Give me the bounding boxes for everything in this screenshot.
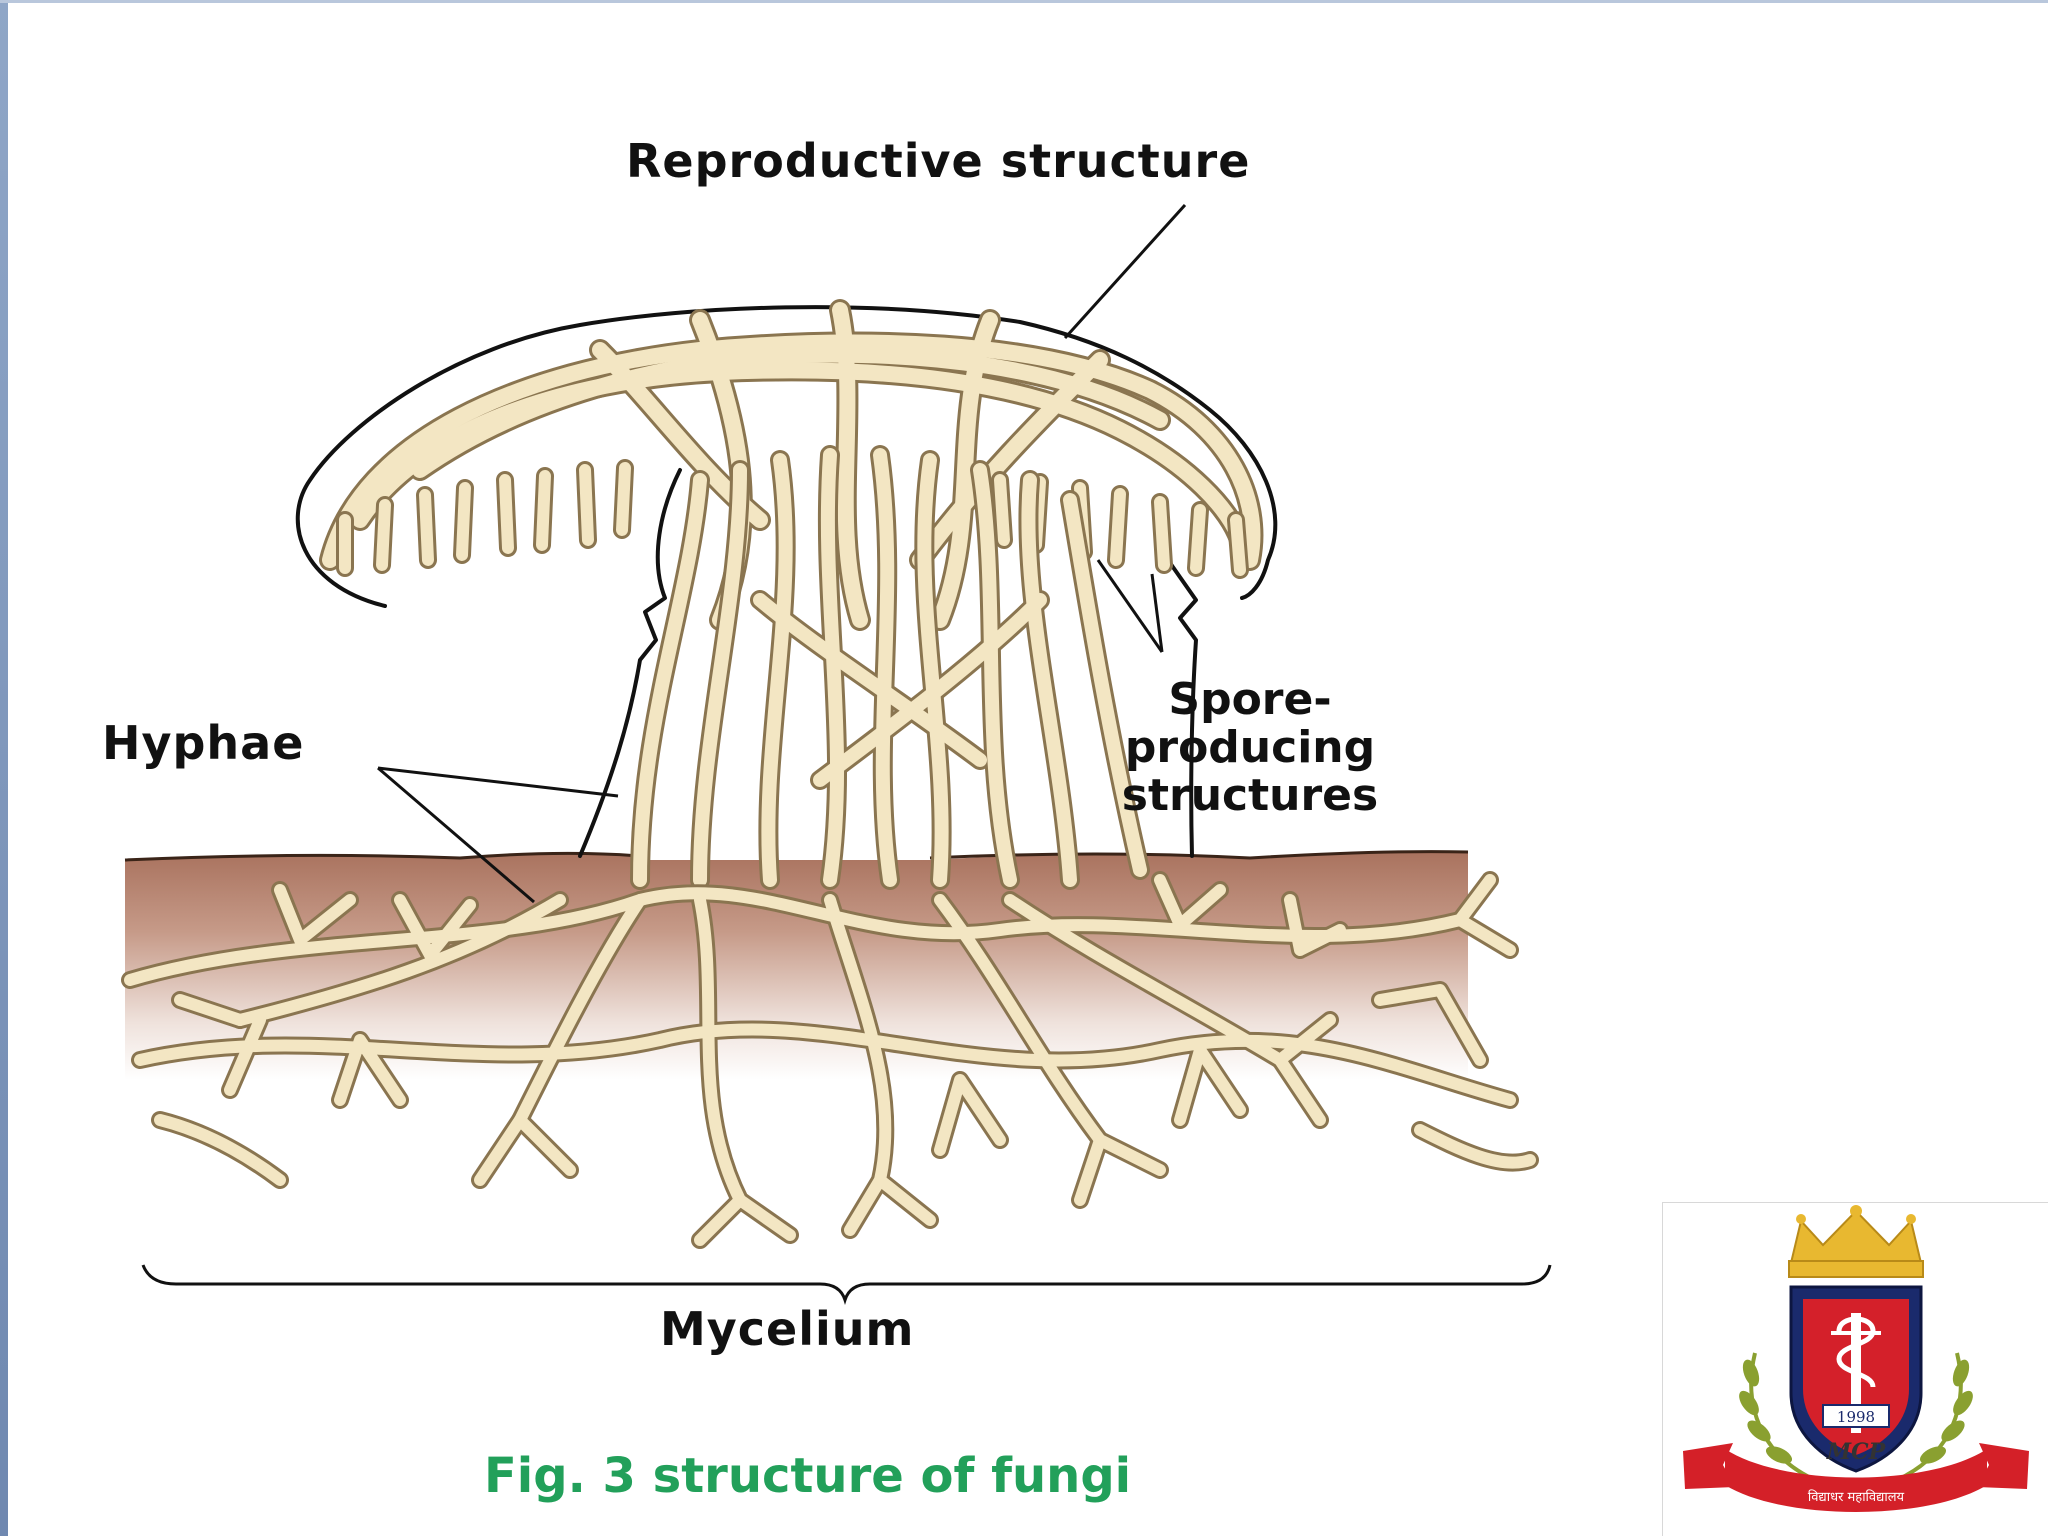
- hyphae-leader-2: [377, 766, 535, 904]
- spore-leader-2: [1150, 573, 1164, 653]
- college-crest: 1998 MCP विद्याधर महाविद्यालय: [1683, 1205, 2029, 1512]
- college-logo: 1998 MCP विद्याधर महाविद्यालय: [1662, 1202, 2048, 1536]
- slide-top-edge: [0, 0, 2048, 3]
- reproductive-leader: [1063, 203, 1187, 340]
- laurel-icon: [1739, 1352, 1973, 1481]
- label-hyphae: Hyphae: [102, 716, 305, 770]
- label-mycelium: Mycelium: [660, 1302, 915, 1356]
- spore-leader-1: [1096, 559, 1164, 653]
- year-plate: [1822, 1404, 1890, 1428]
- soil-surface-line: [124, 850, 1469, 862]
- leader-lines: [377, 203, 1187, 904]
- stem-hyphae: [630, 445, 1150, 890]
- mycelium-bracket: [141, 1264, 1552, 1306]
- ribbon-icon: [1683, 1443, 2029, 1512]
- logo-ribbon-text: विद्याधर महाविद्यालय: [1808, 1489, 1905, 1505]
- logo-initials: MCP: [1826, 1439, 1887, 1465]
- crown-icon: [1788, 1205, 1924, 1278]
- logo-year: 1998: [1837, 1408, 1875, 1426]
- hyphae-leader-1: [377, 766, 619, 798]
- label-reproductive-structure: Reproductive structure: [626, 134, 1251, 188]
- figure-caption: Fig. 3 structure of fungi: [484, 1448, 1132, 1504]
- mycelium-network: [121, 871, 1539, 1249]
- label-spore-producing-structures: Spore- producing structures: [1121, 674, 1379, 821]
- slide-left-edge: [0, 0, 8, 1536]
